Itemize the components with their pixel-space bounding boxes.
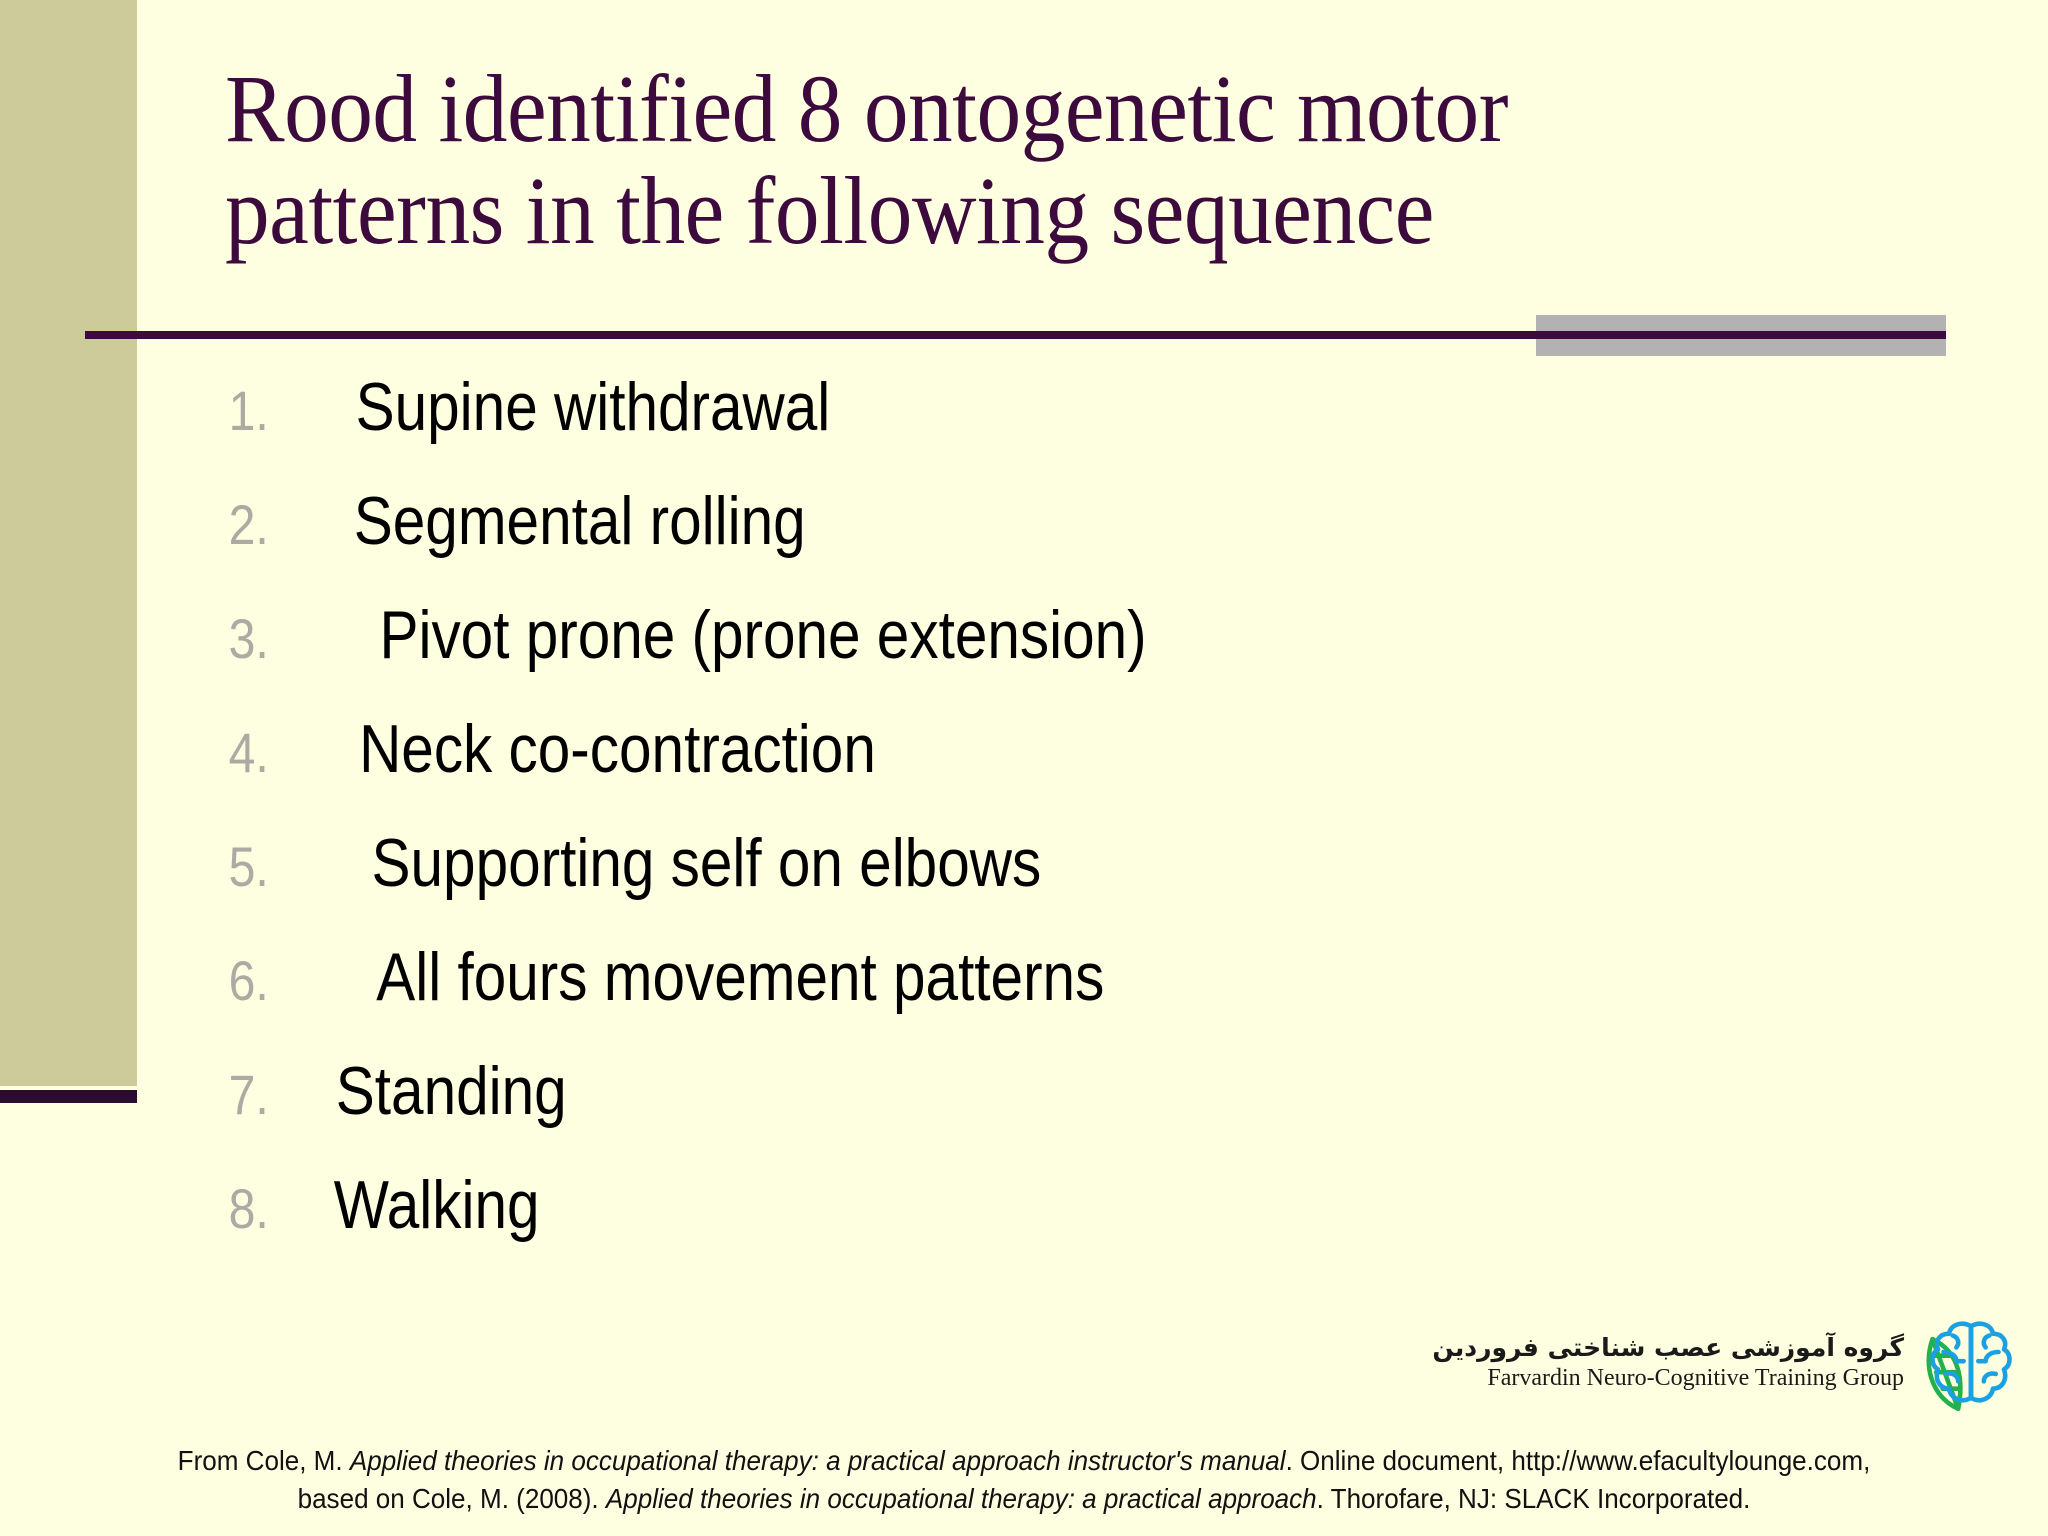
citation-line-1: From Cole, M. Applied theories in occupa… (137, 1442, 1911, 1480)
citation-footer: From Cole, M. Applied theories in occupa… (0, 1442, 2048, 1518)
decorative-accent-bar (0, 1090, 137, 1103)
citation-line-2: based on Cole, M. (2008). Applied theori… (137, 1480, 1911, 1518)
citation-line-1-text-a: From Cole, M. (177, 1445, 350, 1477)
citation-line-1-title: Applied theories in occupational therapy… (349, 1445, 1286, 1477)
page-title: Rood identified 8 ontogenetic motor patt… (225, 55, 1508, 264)
brain-leaf-icon (1926, 1321, 2012, 1412)
list-item-label: Supine withdrawal (355, 369, 831, 445)
list-item-label: Neck co-contraction (359, 711, 876, 787)
list-item: 5. Supporting self on elbows (222, 824, 1822, 938)
decorative-left-band (0, 0, 137, 1086)
organization-name-persian: گروه آموزشی عصب شناختی فروردین (1432, 1333, 1904, 1363)
list-item-number: 7. (228, 1063, 269, 1126)
list-item: 4. Neck co-contraction (222, 710, 1822, 824)
title-block: Rood identified 8 ontogenetic motor patt… (225, 58, 1945, 262)
list-item-number: 5. (228, 835, 269, 898)
list-item: 8. Walking (222, 1166, 1822, 1280)
list-item-number: 8. (228, 1177, 269, 1240)
list-item: 6. All fours movement patterns (222, 938, 1822, 1052)
organization-logo: گروه آموزشی عصب شناختی فروردین Farvardin… (1432, 1308, 2026, 1418)
list-item-label: Supporting self on elbows (371, 825, 1042, 901)
list-item: 7. Standing (222, 1052, 1822, 1166)
list-item: 2. Segmental rolling (222, 482, 1822, 596)
list-item-number: 3. (228, 607, 269, 670)
citation-line-2-title: Applied theories in occupational therapy… (605, 1483, 1317, 1515)
list-item-label: Standing (335, 1053, 567, 1129)
list-item-label: Segmental rolling (353, 483, 806, 559)
list-item-number: 4. (228, 721, 269, 784)
list-item-label: Pivot prone (prone extension) (379, 597, 1147, 673)
list-item-number: 6. (228, 949, 269, 1012)
citation-line-2-text-b: . Thorofare, NJ: SLACK Incorporated. (1316, 1483, 1751, 1515)
citation-line-1-text-b: . Online document, http://www.efacultylo… (1285, 1445, 1871, 1477)
list-item: 1. Supine withdrawal (222, 368, 1822, 482)
organization-name-english: Farvardin Neuro-Cognitive Training Group (1487, 1365, 1904, 1392)
title-underline-rule (85, 331, 1946, 339)
citation-line-2-text-a: based on Cole, M. (2008). (297, 1483, 606, 1515)
organization-logo-text: گروه آموزشی عصب شناختی فروردین Farvardin… (1432, 1334, 1904, 1392)
list-item-number: 1. (228, 379, 269, 442)
list-item-label: Walking (333, 1167, 540, 1243)
list-item-number: 2. (228, 493, 269, 556)
list-item: 3. Pivot prone (prone extension) (222, 596, 1822, 710)
list-item-label: All fours movement patterns (376, 939, 1105, 1015)
motor-pattern-list: 1. Supine withdrawal 2. Segmental rollin… (222, 368, 1822, 1280)
